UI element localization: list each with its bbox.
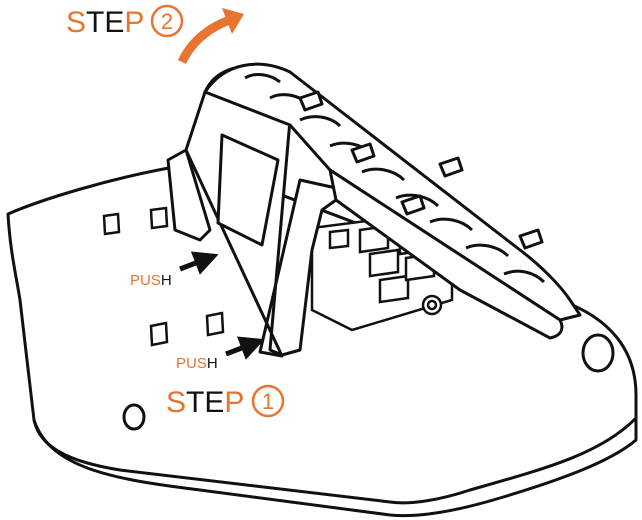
push-lower-black: H — [207, 355, 218, 372]
step-two-suffix: P — [124, 6, 144, 39]
push-upper: PUSH — [130, 251, 219, 289]
svg-text:STEP: STEP — [66, 6, 144, 39]
phone-base — [6, 164, 638, 518]
step-two-label: STEP 2 — [66, 4, 184, 39]
arrow-right-icon — [225, 336, 265, 360]
rotate-arrow-icon — [177, 8, 244, 65]
base-slots — [102, 206, 225, 347]
step-two-circle — [150, 4, 184, 38]
step-one-prefix: S — [166, 386, 186, 419]
svg-text:STEP: STEP — [166, 386, 244, 419]
base-hole-right — [581, 333, 615, 373]
push-upper-black: H — [161, 272, 172, 289]
step-two-number: 2 — [161, 9, 173, 34]
push-lower: PUSH — [176, 336, 265, 372]
step-one-suffix: P — [224, 386, 244, 419]
push-lower-colored: PUS — [176, 355, 207, 372]
base-hole-left — [122, 403, 146, 431]
step-one-number: 1 — [262, 389, 274, 414]
step-one-circle — [251, 384, 285, 418]
step-two-prefix: S — [66, 6, 86, 39]
push-upper-colored: PUS — [130, 272, 161, 289]
stand-frame — [166, 62, 582, 358]
svg-text:PUSH: PUSH — [130, 272, 172, 289]
step-one-middle: TE — [186, 386, 224, 419]
step-one-label: STEP 1 — [166, 384, 285, 419]
svg-text:PUSH: PUSH — [176, 355, 218, 372]
arrow-right-icon — [179, 251, 219, 275]
step-two-middle: TE — [86, 6, 124, 39]
